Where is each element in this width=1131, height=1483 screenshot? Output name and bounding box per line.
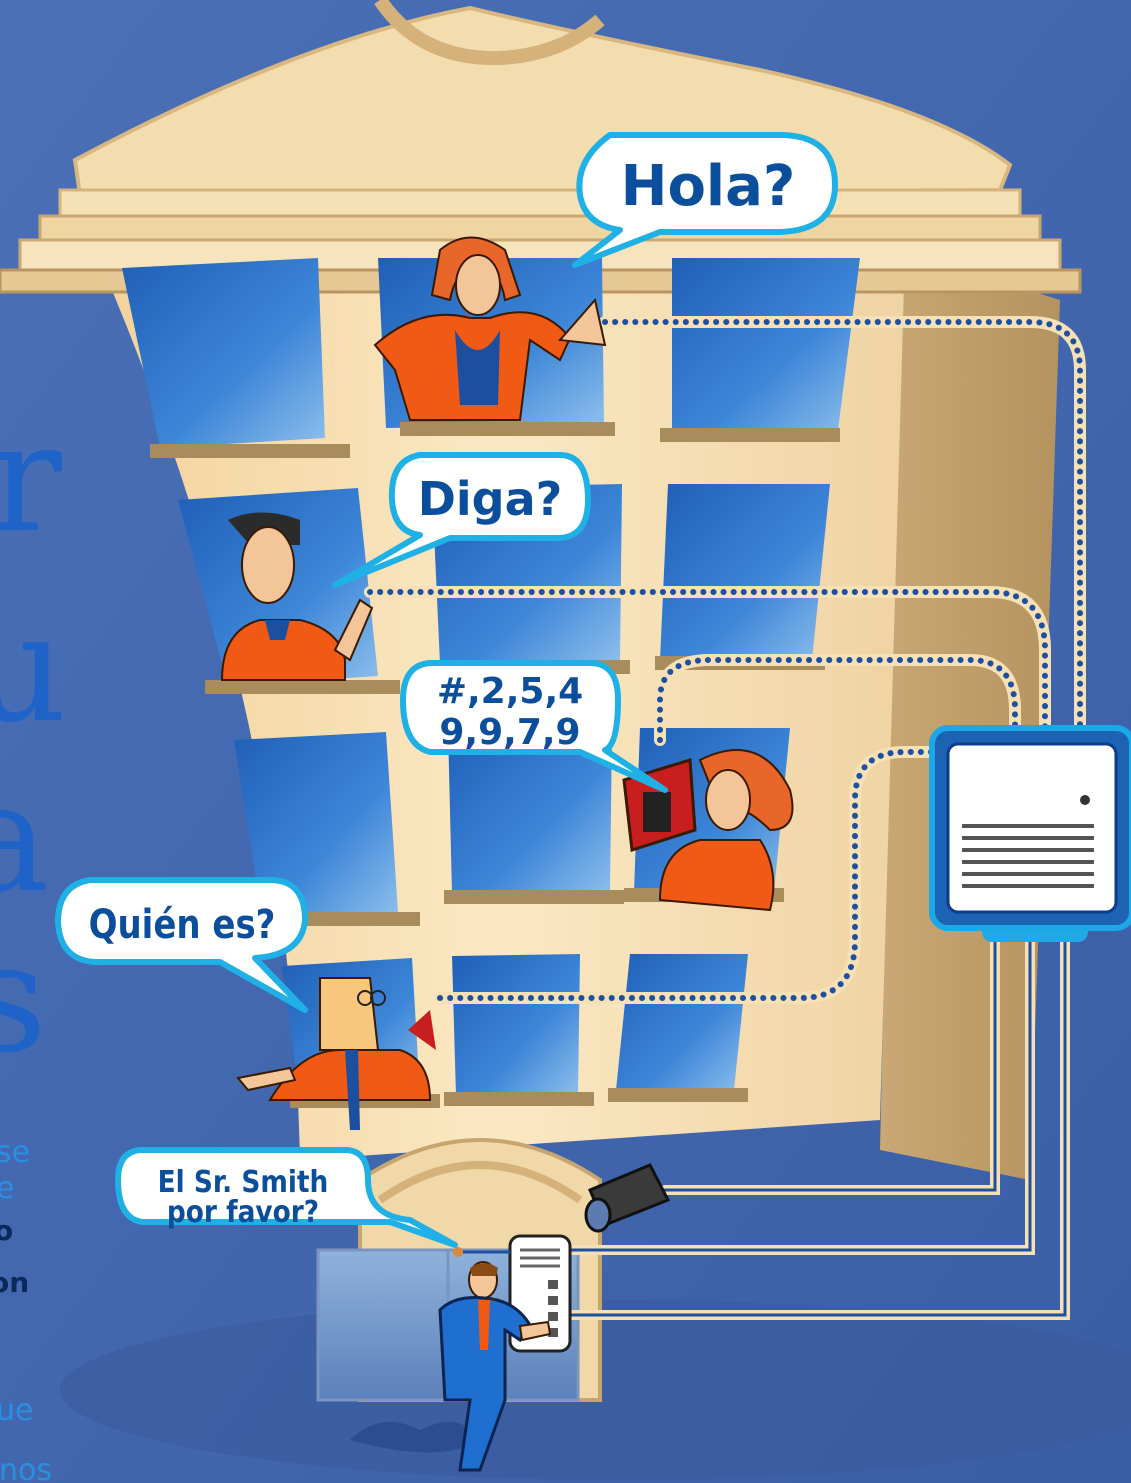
- left-letter-4: s: [0, 912, 47, 1086]
- man-figure: [220, 512, 374, 681]
- left-caption-6: unos: [0, 1453, 52, 1483]
- window: [660, 484, 830, 660]
- left-letter-1: r: [0, 392, 62, 566]
- left-caption-2: e: [0, 1171, 14, 1206]
- speech-bubble-quien: Quién es?: [55, 877, 308, 1013]
- person-shadow: [350, 1422, 480, 1453]
- window: [448, 726, 612, 894]
- woman-figure: [373, 236, 607, 421]
- left-caption-3: o: [0, 1214, 13, 1247]
- window: [672, 258, 860, 430]
- speech-bubble-smith: El Sr. Smith por favor?: [115, 1147, 458, 1248]
- bubble-smith-line1: El Sr. Smith: [158, 1164, 329, 1199]
- bubble-quien-text: Quién es?: [89, 901, 276, 947]
- left-caption-4: on: [0, 1266, 29, 1299]
- window: [452, 954, 580, 1096]
- window: [234, 732, 398, 918]
- speech-bubble-hola: Hola?: [572, 132, 838, 268]
- window-sill: [660, 428, 840, 442]
- window-sill: [400, 422, 615, 436]
- pbx-controller-icon: [929, 725, 1131, 942]
- window: [122, 258, 325, 448]
- intercom-wires: [364, 316, 1086, 1320]
- woman-phone-figure: [622, 749, 794, 912]
- window-sill: [608, 1088, 748, 1102]
- bubble-diga-text: Diga?: [418, 472, 563, 526]
- visitor-figure: [438, 1261, 552, 1472]
- left-caption-5: ue: [0, 1393, 33, 1428]
- left-caption-1: se: [0, 1135, 30, 1170]
- window-sill: [150, 444, 350, 458]
- entrance-door: [316, 1248, 450, 1402]
- man-glasses-figure: [236, 977, 436, 1130]
- bubble-codes-line2: 9,9,7,9: [439, 712, 580, 753]
- window-sill: [444, 890, 624, 904]
- window-sill: [444, 1092, 594, 1106]
- left-letter-2: u: [0, 582, 67, 756]
- bubble-codes-line1: #,2,5,4: [437, 671, 583, 712]
- windows-row-1: [122, 258, 860, 458]
- left-edge-text: r u a s se e o on ue unos: [0, 392, 67, 1483]
- speech-bubble-codes: #,2,5,4 9,9,7,9: [400, 660, 668, 793]
- bubble-hola-text: Hola?: [621, 154, 796, 219]
- window: [616, 954, 748, 1090]
- window-sill: [205, 680, 400, 694]
- speech-bubble-diga: Diga?: [332, 452, 591, 588]
- bubble-smith-line2: por favor?: [167, 1194, 319, 1229]
- left-letter-3: a: [0, 752, 49, 926]
- security-camera-icon: [584, 1163, 671, 1233]
- building-side-wall: [880, 250, 1060, 1180]
